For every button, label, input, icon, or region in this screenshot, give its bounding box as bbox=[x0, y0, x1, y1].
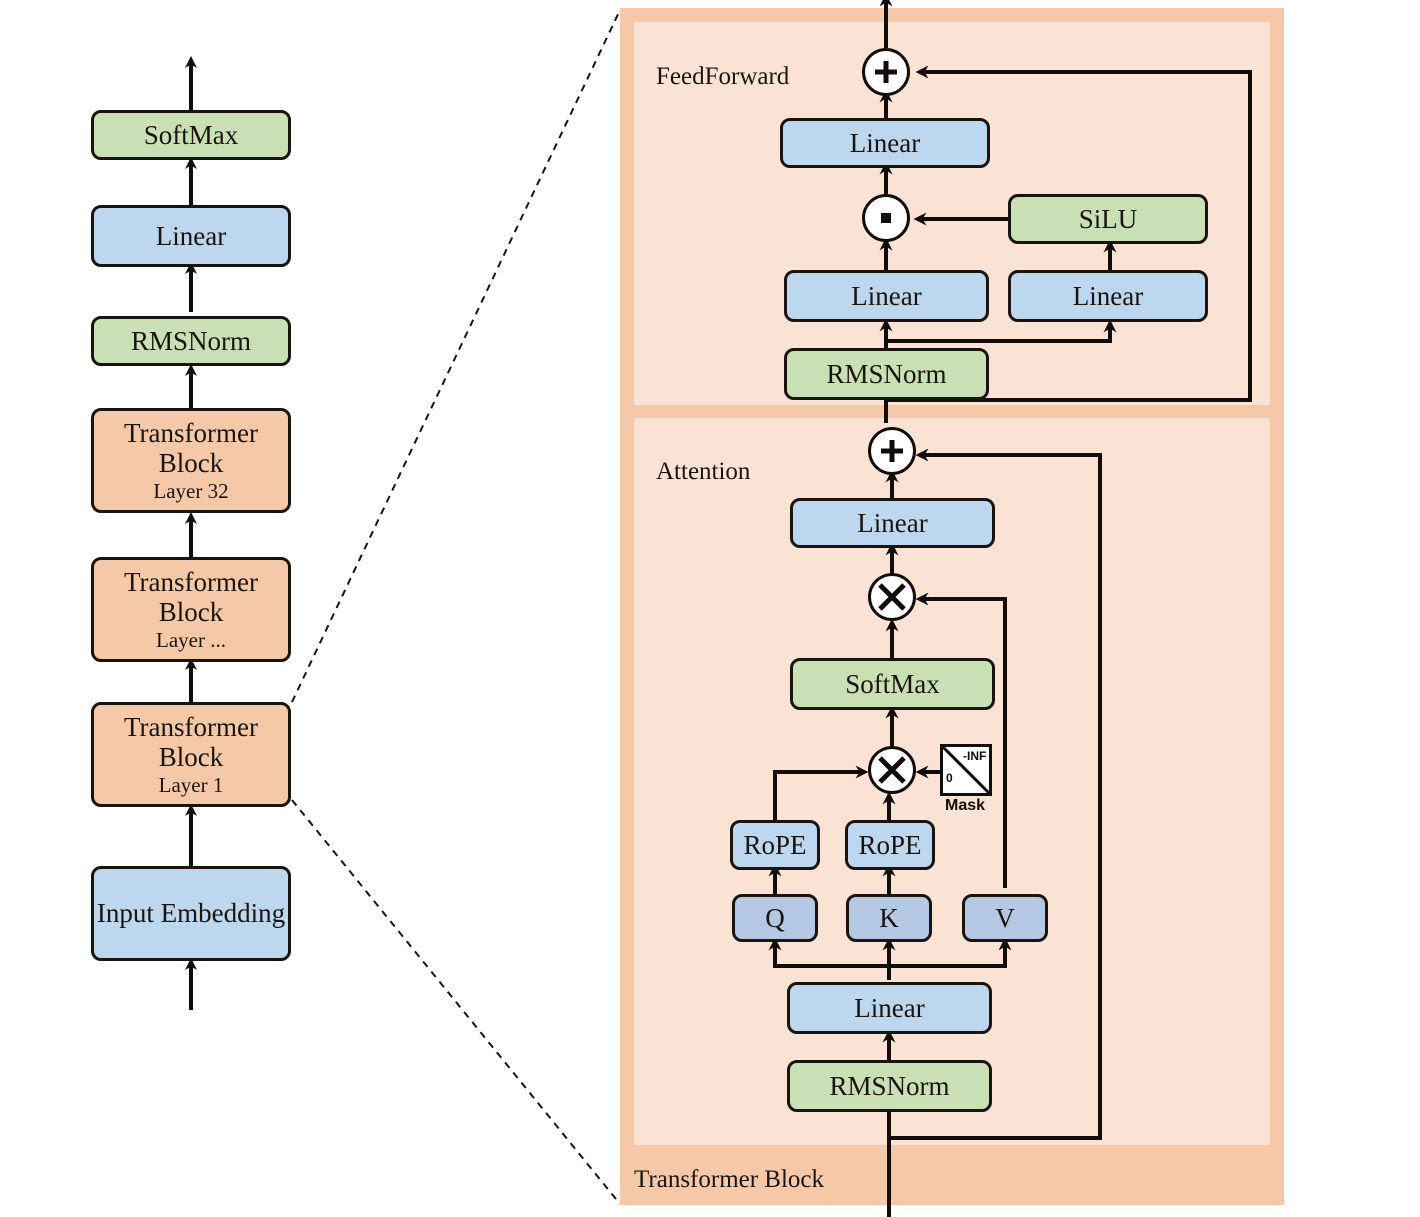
node-rope-q[interactable]: RoPE bbox=[730, 820, 820, 870]
zoom-line-bottom bbox=[291, 799, 621, 1205]
node-linear-head[interactable]: Linear bbox=[91, 205, 291, 267]
mask-caption: Mask bbox=[945, 797, 986, 814]
node-ff-rmsnorm[interactable]: RMSNorm bbox=[784, 348, 989, 400]
node-label: Linear bbox=[1072, 280, 1144, 311]
node-input-embedding[interactable]: Input Embedding bbox=[91, 866, 291, 961]
node-label: Transformer Block bbox=[124, 711, 258, 772]
attention-add-op[interactable] bbox=[868, 427, 916, 475]
mask-upper-value: -INF bbox=[963, 749, 987, 763]
node-ff-linear-gate[interactable]: Linear bbox=[784, 270, 989, 322]
mask-lower-value: 0 bbox=[946, 771, 953, 785]
node-label: RoPE bbox=[743, 829, 807, 860]
node-ff-linear-up[interactable]: Linear bbox=[1008, 270, 1208, 322]
node-label: Linear bbox=[851, 280, 922, 311]
node-transformer-block-32[interactable]: Transformer Block Layer 32 bbox=[91, 408, 291, 513]
node-attention-rmsnorm[interactable]: RMSNorm bbox=[787, 1060, 992, 1112]
node-label: SoftMax bbox=[845, 668, 940, 699]
attention-matmul-av-op[interactable] bbox=[868, 573, 916, 621]
attention-label: Attention bbox=[656, 458, 751, 485]
node-label: K bbox=[879, 902, 899, 933]
transformer-block-detail-panel: FeedForward Attention Transformer Block bbox=[620, 0, 1284, 1205]
node-label: RoPE bbox=[858, 829, 922, 860]
node-sublabel: Layer 1 bbox=[158, 772, 224, 797]
zoom-line-top bbox=[291, 9, 621, 703]
node-softmax[interactable]: SoftMax bbox=[91, 110, 291, 160]
node-label: Linear bbox=[854, 992, 925, 1023]
node-label: Transformer Block bbox=[124, 417, 258, 478]
node-label: Transformer Block bbox=[124, 566, 258, 627]
node-label: SoftMax bbox=[143, 119, 239, 150]
node-label: Linear bbox=[857, 507, 928, 538]
feedforward-add-op[interactable] bbox=[862, 48, 910, 96]
node-label: RMSNorm bbox=[826, 358, 947, 389]
node-sublabel: Layer 32 bbox=[153, 478, 229, 503]
node-v[interactable]: V bbox=[962, 894, 1048, 942]
node-transformer-block-dots[interactable]: Transformer Block Layer ... bbox=[91, 557, 291, 662]
node-label: SiLU bbox=[1078, 203, 1138, 234]
node-label: RMSNorm bbox=[130, 325, 252, 356]
node-attention-linear-out[interactable]: Linear bbox=[790, 498, 995, 548]
node-transformer-block-1[interactable]: Transformer Block Layer 1 bbox=[91, 702, 291, 807]
node-rmsnorm-final[interactable]: RMSNorm bbox=[91, 316, 291, 366]
node-attention-linear-in[interactable]: Linear bbox=[787, 982, 992, 1034]
node-q[interactable]: Q bbox=[732, 894, 818, 942]
node-label: V bbox=[995, 902, 1015, 933]
node-label: Q bbox=[765, 902, 785, 933]
node-k[interactable]: K bbox=[846, 894, 932, 942]
node-label: Input Embedding bbox=[96, 898, 286, 929]
node-label: RMSNorm bbox=[829, 1070, 950, 1101]
attention-matmul-qk-op[interactable] bbox=[868, 746, 916, 794]
feedforward-label: FeedForward bbox=[656, 63, 790, 90]
transformer-block-outer-label: Transformer Block bbox=[634, 1166, 825, 1193]
feedforward-multiply-op[interactable] bbox=[862, 194, 910, 242]
node-rope-k[interactable]: RoPE bbox=[845, 820, 935, 870]
node-attention-softmax[interactable]: SoftMax bbox=[790, 658, 995, 710]
node-sublabel: Layer ... bbox=[156, 627, 226, 652]
node-label: Linear bbox=[849, 127, 921, 158]
node-label: Linear bbox=[155, 220, 227, 251]
node-ff-silu[interactable]: SiLU bbox=[1008, 194, 1208, 244]
node-ff-linear-out[interactable]: Linear bbox=[780, 118, 990, 168]
causal-mask-icon: -INF 0 bbox=[940, 744, 992, 796]
